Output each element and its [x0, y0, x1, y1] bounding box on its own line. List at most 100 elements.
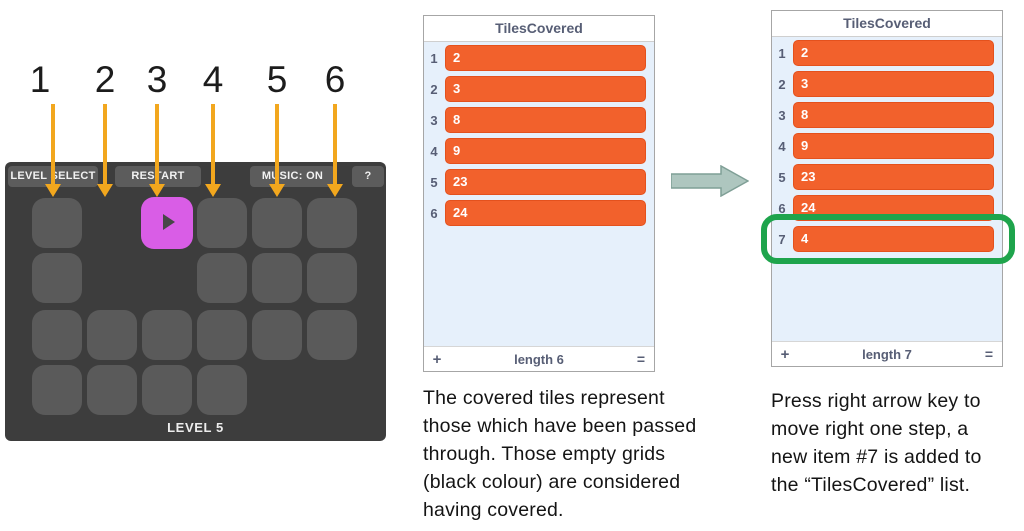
caption-line: move right one step, a — [771, 418, 969, 440]
list-item: 3 8 — [774, 102, 994, 128]
caption-line: having covered. — [423, 499, 564, 521]
list-item-index: 6 — [430, 205, 438, 221]
grid-tile — [197, 198, 247, 248]
callout-5: 5 — [255, 58, 299, 197]
grid-tile — [197, 253, 247, 303]
down-arrow-icon — [135, 104, 179, 197]
list-item: 1 2 — [774, 40, 994, 66]
list-item-index: 3 — [778, 107, 786, 123]
down-arrow-icon — [313, 104, 357, 197]
down-arrow-icon — [191, 104, 235, 197]
caption-line: (black colour) are considered — [423, 471, 681, 493]
list-item: 5 23 — [426, 169, 646, 195]
callout-number: 6 — [324, 59, 346, 100]
list-item-value[interactable]: 23 — [445, 169, 646, 195]
add-item-button[interactable]: + — [432, 350, 442, 368]
caption-line: the “TilesCovered” list. — [771, 474, 971, 496]
list-length-label: length 7 — [862, 346, 912, 362]
list-item-index: 3 — [430, 112, 438, 128]
list-item: 4 9 — [426, 138, 646, 164]
list-item-index: 4 — [778, 138, 786, 154]
list-body: 1 2 2 3 3 8 4 9 5 23 6 24 — [424, 42, 654, 346]
callout-number: 3 — [146, 59, 168, 100]
list-item-index: 4 — [430, 143, 438, 159]
callout-4: 4 — [191, 58, 235, 197]
grid-tile — [252, 253, 302, 303]
level-label: LEVEL 5 — [167, 420, 224, 435]
list-item-index: 2 — [430, 81, 438, 97]
grid-tile — [307, 310, 357, 360]
caption-line: The covered tiles represent — [423, 387, 665, 409]
callout-1: 1 — [30, 58, 75, 197]
list-item-index: 1 — [430, 50, 438, 66]
right-arrow-icon — [671, 165, 749, 197]
list-item-index: 5 — [778, 169, 786, 185]
grid-tile — [32, 253, 82, 303]
add-item-button[interactable]: + — [780, 345, 790, 363]
list-title: TilesCovered — [424, 16, 654, 42]
list-item-value[interactable]: 3 — [445, 76, 646, 102]
list-footer: + length 7 = — [772, 341, 1002, 366]
list-item-value[interactable]: 4 — [793, 226, 994, 252]
list-item-index: 2 — [778, 76, 786, 92]
grid-tile — [32, 310, 82, 360]
list-item-value[interactable]: 2 — [793, 40, 994, 66]
caption-line: those which have been passed — [423, 415, 697, 437]
list-item-value[interactable]: 9 — [793, 133, 994, 159]
list-item-value[interactable]: 24 — [445, 200, 646, 226]
callout-6: 6 — [313, 58, 357, 197]
list-item: 2 3 — [426, 76, 646, 102]
callout-3: 3 — [135, 58, 179, 197]
list-item-value[interactable]: 2 — [445, 45, 646, 71]
list-item-value[interactable]: 23 — [793, 164, 994, 190]
list-item-index: 7 — [778, 231, 786, 247]
grid-tile — [142, 310, 192, 360]
caption-line: through. Those empty grids — [423, 443, 666, 465]
list-item: 6 24 — [426, 200, 646, 226]
down-arrow-icon — [83, 104, 127, 197]
list-body: 1 2 2 3 3 8 4 9 5 23 6 24 7 4 — [772, 37, 1002, 341]
grid-tile — [252, 198, 302, 248]
game-board: LEVEL SELECT RESTART MUSIC: ON ? LEVEL 5 — [5, 162, 386, 441]
grid-tile — [32, 198, 82, 248]
grid-tile — [307, 253, 357, 303]
list-item: 4 9 — [774, 133, 994, 159]
list-length-label: length 6 — [514, 351, 564, 367]
caption-after: Press right arrow key to move right one … — [771, 387, 982, 499]
grid-tile — [197, 365, 247, 415]
list-item-value[interactable]: 8 — [793, 102, 994, 128]
list-item-value[interactable]: 3 — [793, 71, 994, 97]
down-arrow-icon — [31, 104, 75, 197]
list-item: 3 8 — [426, 107, 646, 133]
grid-tile — [252, 310, 302, 360]
grid-tile — [87, 310, 137, 360]
list-title: TilesCovered — [772, 11, 1002, 37]
caption-line: new item #7 is added to — [771, 446, 982, 468]
grid-tile — [307, 198, 357, 248]
resize-handle-icon[interactable]: = — [984, 346, 994, 362]
list-item-value[interactable]: 9 — [445, 138, 646, 164]
list-item: 5 23 — [774, 164, 994, 190]
list-item-value[interactable]: 24 — [793, 195, 994, 221]
list-footer: + length 6 = — [424, 346, 654, 371]
resize-handle-icon[interactable]: = — [636, 351, 646, 367]
list-widget-after: TilesCovered 1 2 2 3 3 8 4 9 5 23 6 24 7… — [761, 10, 1015, 367]
callout-number: 5 — [266, 59, 288, 100]
grid-tile — [142, 365, 192, 415]
list-item: 1 2 — [426, 45, 646, 71]
list-item-value[interactable]: 8 — [445, 107, 646, 133]
grid-tile — [197, 310, 247, 360]
caption-before: The covered tiles represent those which … — [423, 384, 696, 524]
list-item: 6 24 — [774, 195, 994, 221]
list-widget-before: TilesCovered 1 2 2 3 3 8 4 9 5 23 6 24 +… — [423, 15, 655, 372]
list-item-new: 7 4 — [774, 226, 994, 252]
down-arrow-icon — [255, 104, 299, 197]
play-icon — [163, 214, 175, 230]
callout-2: 2 — [83, 58, 127, 197]
grid-tile — [87, 365, 137, 415]
list-item-index: 6 — [778, 200, 786, 216]
list-item: 2 3 — [774, 71, 994, 97]
help-button[interactable]: ? — [352, 166, 384, 187]
caption-line: Press right arrow key to — [771, 390, 981, 412]
grid-tile — [32, 365, 82, 415]
